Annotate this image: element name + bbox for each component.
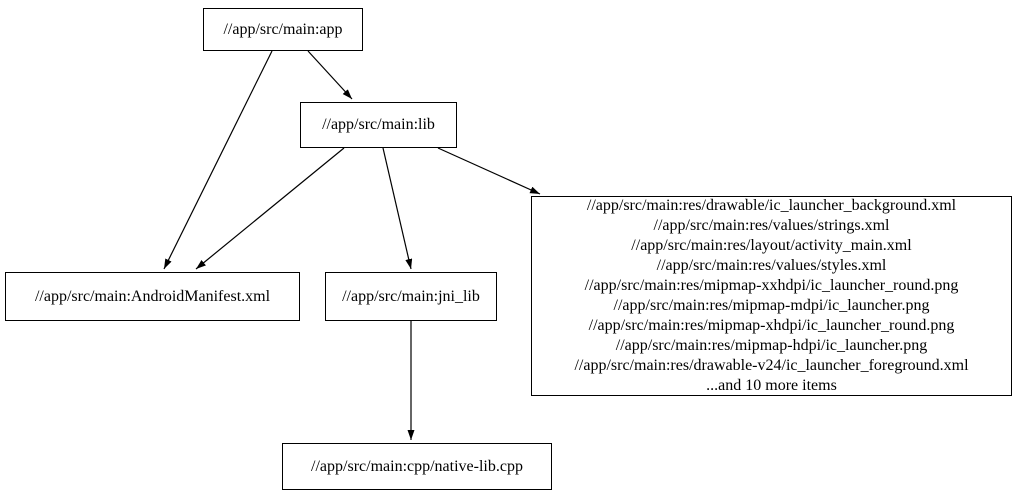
graph-node-jni-lib: //app/src/main:jni_lib [325, 272, 497, 321]
res-item: //app/src/main:res/mipmap-xxhdpi/ic_laun… [584, 277, 959, 294]
node-label-jni-lib: //app/src/main:jni_lib [342, 287, 480, 305]
node-label-app: //app/src/main:app [223, 20, 343, 38]
res-item: //app/src/main:res/drawable-v24/ic_launc… [574, 357, 969, 374]
node-label-lib: //app/src/main:lib [322, 116, 435, 133]
edge-lib-manifest [195, 147, 345, 270]
edge-app-manifest [163, 50, 273, 270]
res-item: //app/src/main:res/mipmap-hdpi/ic_launch… [615, 337, 928, 354]
res-item: //app/src/main:res/values/strings.xml [653, 217, 890, 234]
graph-node-app: //app/src/main:app [203, 8, 363, 51]
res-item: //app/src/main:res/values/styles.xml [656, 257, 887, 274]
node-label-native-lib-cpp: //app/src/main:cpp/native-lib.cpp [311, 457, 523, 475]
res-more-items: ...and 10 more items [706, 377, 837, 394]
edge-lib-jni-lib [382, 147, 413, 270]
graph-node-lib: //app/src/main:lib [300, 102, 457, 148]
res-item: //app/src/main:res/mipmap-mdpi/ic_launch… [613, 297, 930, 314]
edge-lib-res-group [437, 147, 541, 195]
res-item: //app/src/main:res/drawable/ic_launcher_… [586, 197, 957, 214]
graph-node-res-group: //app/src/main:res/drawable/ic_launcher_… [531, 196, 1012, 396]
res-item: //app/src/main:res/mipmap-xhdpi/ic_launc… [588, 317, 955, 334]
res-item: //app/src/main:res/layout/activity_main.… [631, 237, 912, 254]
node-label-android-manifest: //app/src/main:AndroidManifest.xml [34, 287, 271, 305]
graph-node-android-manifest: //app/src/main:AndroidManifest.xml [5, 272, 300, 321]
edge-app-lib [307, 50, 353, 100]
graph-node-native-lib-cpp: //app/src/main:cpp/native-lib.cpp [282, 443, 552, 490]
